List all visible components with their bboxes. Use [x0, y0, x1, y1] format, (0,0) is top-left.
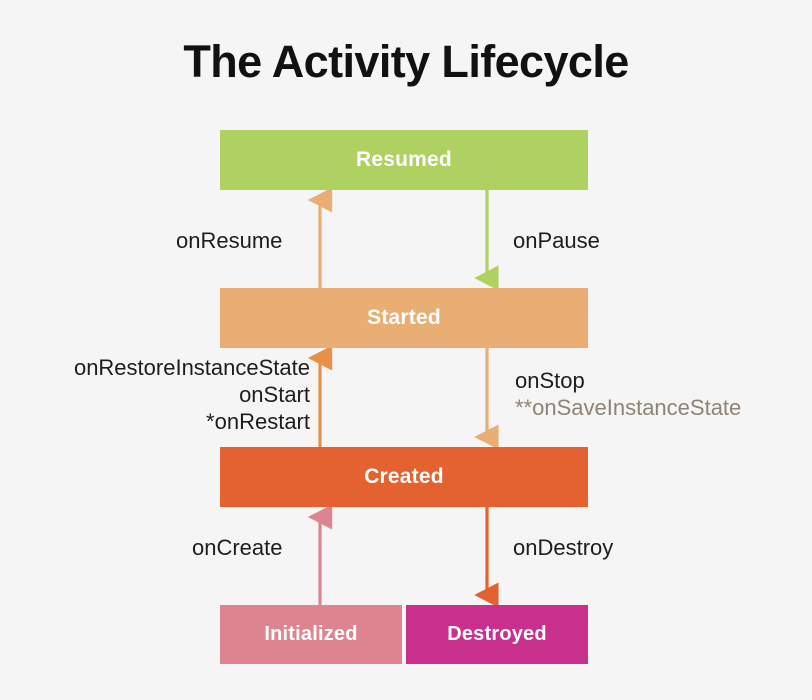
state-box-started[interactable]: Started	[220, 288, 588, 348]
transition-label-on-start: onStart	[239, 381, 310, 407]
transition-label-on-destroy: onDestroy	[513, 535, 614, 560]
state-label-created: Created	[364, 465, 444, 488]
state-label-resumed: Resumed	[356, 148, 452, 171]
transition-label-on-restore-instance-state: onRestoreInstanceState	[73, 355, 310, 380]
state-label-started: Started	[367, 306, 441, 329]
state-box-created[interactable]: Created	[220, 447, 588, 507]
state-box-initialized[interactable]: Initialized	[220, 605, 402, 664]
state-label-initialized: Initialized	[264, 623, 358, 645]
transition-label-group-start: onRestoreInstanceState onStart *onRestar…	[30, 355, 310, 435]
transition-label-group-stop: onStop **onSaveInstanceState	[515, 368, 805, 422]
state-box-resumed[interactable]: Resumed	[220, 130, 588, 190]
state-box-destroyed[interactable]: Destroyed	[406, 605, 588, 664]
state-label-destroyed: Destroyed	[447, 623, 547, 645]
transition-label-on-stop: onStop	[515, 368, 585, 393]
transition-label-on-resume: onResume	[176, 228, 283, 253]
transition-label-on-restart: *onRestart	[206, 408, 310, 434]
transition-label-on-pause: onPause	[513, 228, 600, 253]
transition-label-on-save-instance-state: **onSaveInstanceState	[515, 394, 742, 420]
transition-label-on-create: onCreate	[192, 535, 283, 560]
page-title: The Activity Lifecycle	[183, 36, 629, 87]
